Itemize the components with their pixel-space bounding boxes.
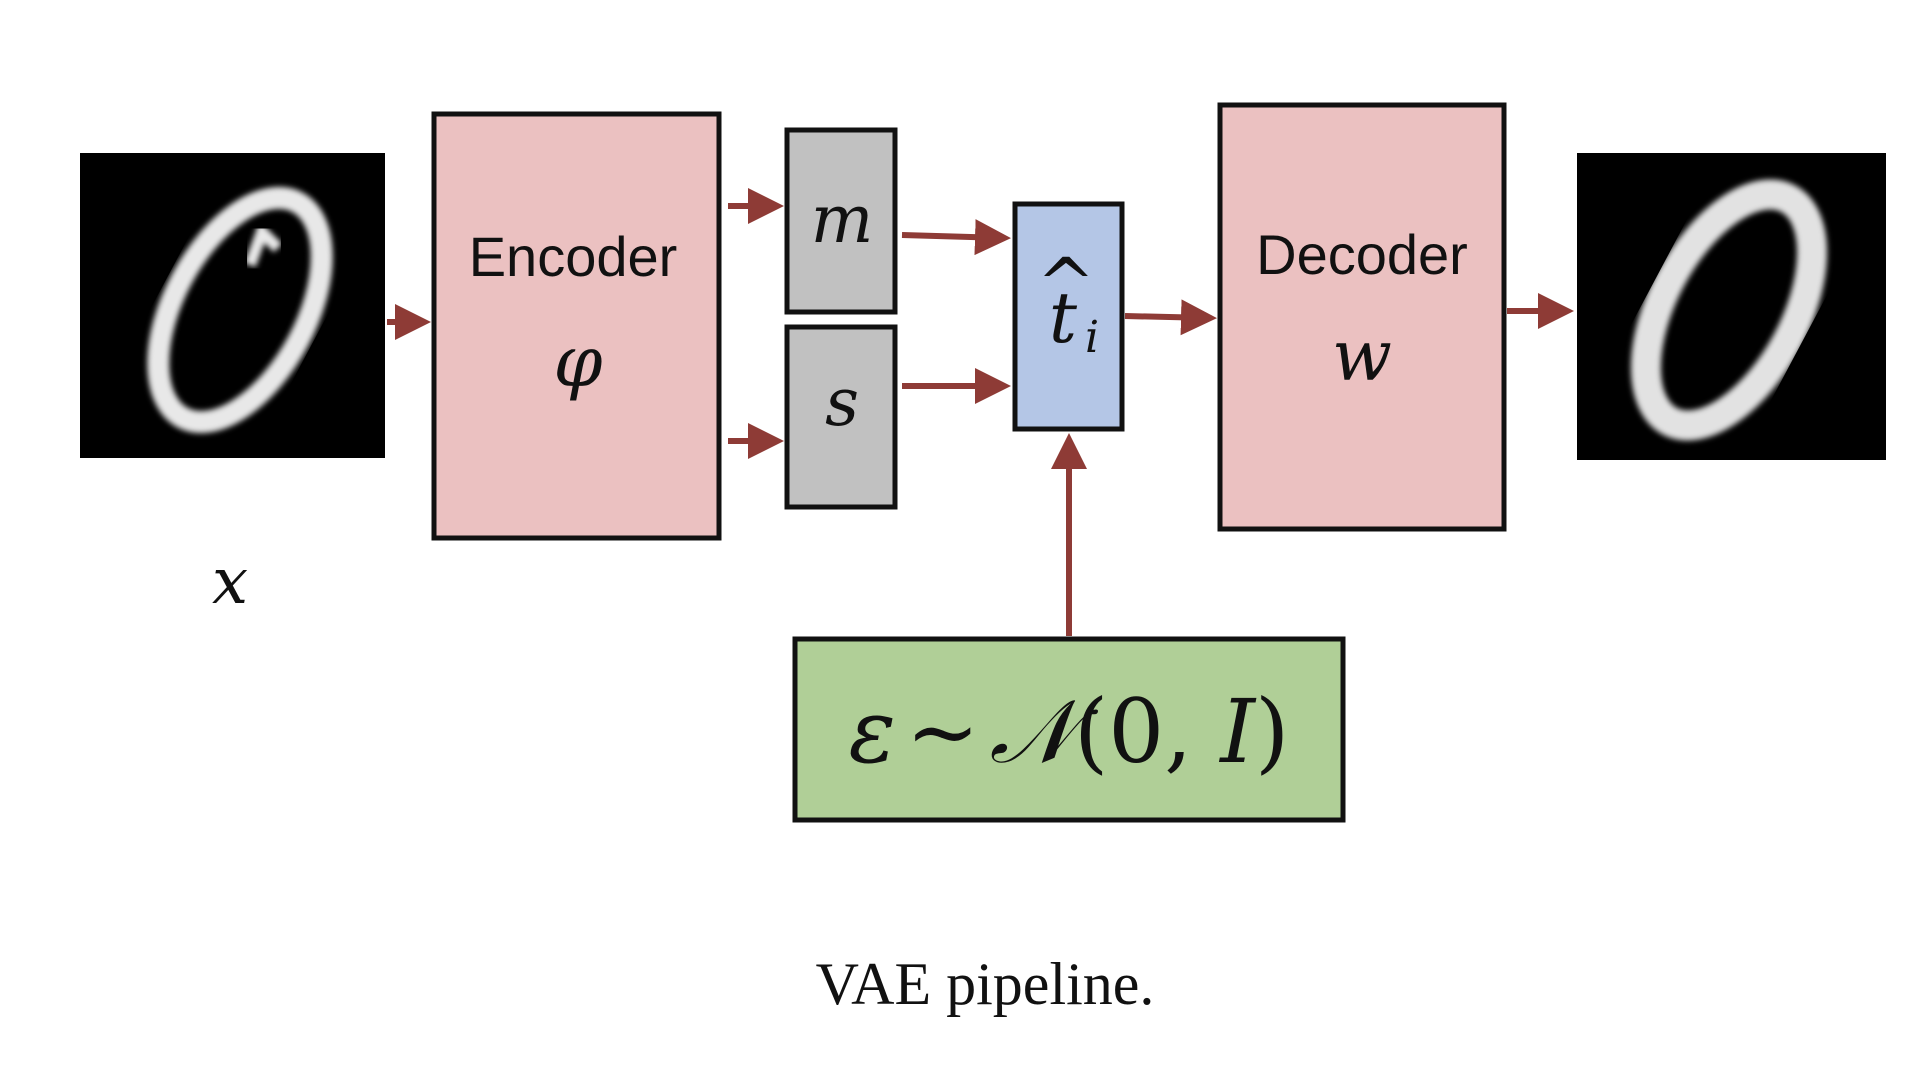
latent-std-label: s <box>825 364 859 441</box>
decoder-block: Decoder w <box>1217 102 1507 532</box>
latent-mean-label: m <box>811 181 874 258</box>
encoder-param: φ <box>553 321 602 403</box>
encoder-title: Encoder <box>469 225 678 288</box>
caption: VAE pipeline. <box>816 951 1155 1017</box>
noise-block: ε~𝒩(0, I) <box>792 636 1346 823</box>
encoder-block: Encoder φ <box>431 111 722 541</box>
sample-hat: ^ <box>1037 243 1096 325</box>
decoder-title: Decoder <box>1256 223 1468 286</box>
sample-box <box>1012 201 1125 432</box>
arrows <box>387 188 1574 636</box>
latent-mean-box <box>784 127 898 315</box>
decoder-param: w <box>1332 315 1392 397</box>
output-image <box>1577 153 1886 460</box>
noise-tilde: ~ <box>906 680 980 783</box>
arrow-sample-to-decoder <box>1124 299 1217 336</box>
input-label: x <box>212 545 248 619</box>
sample-base: t <box>1049 277 1078 359</box>
noise-box <box>792 636 1346 823</box>
latent-std-block: s <box>784 324 898 510</box>
decoder-box <box>1217 102 1507 532</box>
input-image <box>80 153 385 458</box>
noise-close: ) <box>1255 680 1289 783</box>
arrow-m-to-sample <box>901 219 1011 256</box>
noise-identity: I <box>1218 680 1257 783</box>
sample-block: ^ t i <box>1012 201 1125 432</box>
noise-args: (0, <box>1074 680 1220 783</box>
sample-subscript: i <box>1085 312 1099 363</box>
noise-epsilon: ε <box>849 680 896 783</box>
noise-formula: ε~𝒩(0, I) <box>849 680 1290 783</box>
latent-mean-block: m <box>784 127 898 315</box>
encoder-box <box>431 111 722 541</box>
latent-std-box <box>784 324 898 510</box>
